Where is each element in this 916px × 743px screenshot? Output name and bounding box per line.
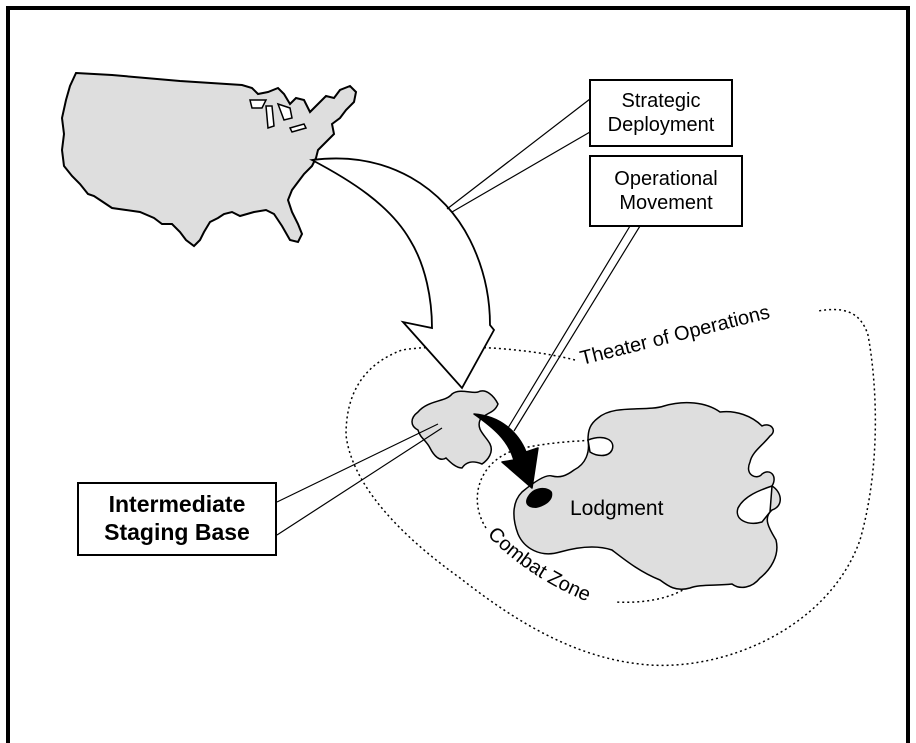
strategic-deployment-callout: Strategic Deployment bbox=[589, 79, 733, 147]
lodgment-inlet bbox=[587, 436, 614, 457]
great-lake bbox=[288, 123, 308, 133]
lodgment-label: Lodgment bbox=[570, 497, 664, 520]
operational-movement-arrow bbox=[473, 413, 539, 489]
great-lake bbox=[276, 102, 293, 121]
lodgment-landmass bbox=[513, 401, 781, 591]
great-lake bbox=[249, 99, 268, 109]
strategic-deployment-line-1: Strategic bbox=[621, 90, 701, 112]
operational-movement-callout: Operational Movement bbox=[589, 155, 743, 227]
operational-movement-leader bbox=[507, 225, 641, 432]
strategic-deployment-arrow bbox=[309, 157, 496, 390]
great-lake bbox=[265, 105, 275, 130]
operational-movement-line-1: Operational bbox=[614, 168, 718, 190]
strategic-deployment-leader bbox=[446, 98, 591, 213]
strategic-deployment-line-2: Deployment bbox=[607, 114, 715, 136]
intermediate-staging-base-callout: Intermediate Staging Base bbox=[77, 482, 277, 556]
intermediate-staging-base-line-2: Staging Base bbox=[104, 519, 250, 545]
lodgment-entry-point bbox=[526, 487, 553, 508]
intermediate-staging-base-leader bbox=[276, 423, 443, 536]
intermediate-staging-base-line-1: Intermediate bbox=[108, 491, 246, 518]
lodgment-inlet bbox=[736, 484, 773, 524]
theater-of-operations-label: Theater of Operations bbox=[578, 301, 772, 370]
intermediate-staging-base-landmass bbox=[411, 390, 499, 469]
operational-movement-line-2: Movement bbox=[619, 192, 713, 214]
